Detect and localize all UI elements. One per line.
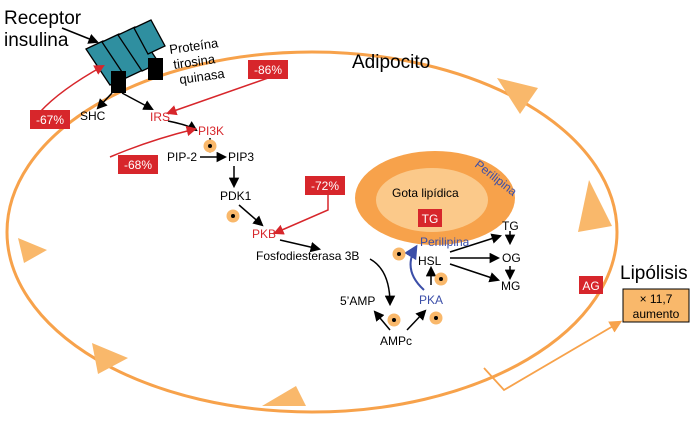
arrow-receptor-irs: [121, 92, 154, 110]
og-label: OG: [502, 251, 521, 265]
pct-72-box: [305, 176, 345, 195]
pct-68-box: [118, 155, 158, 174]
arrow-irs-pi3k: [167, 120, 198, 132]
membrane-triangle-left: [18, 238, 47, 263]
arrow-inhibit-irs: [166, 77, 269, 116]
pct-68-label: -68%: [124, 158, 152, 172]
arrow-ampc-5amp: [373, 310, 391, 331]
perilipina-hsl-label: Perilipina: [420, 235, 470, 249]
tg-label: TG: [502, 219, 519, 233]
lipid-droplet-inner: [376, 168, 488, 232]
mg-label: MG: [501, 279, 520, 293]
membrane-triangle-bottom: [262, 386, 306, 406]
arrow-pka-perilipina: [404, 244, 425, 291]
pi3k-label: PI3K: [198, 124, 224, 138]
ag-label: AG: [582, 279, 599, 293]
insulin-receptor-icon: [85, 19, 166, 93]
arrow-ampc-pka: [406, 309, 427, 331]
tg-drop-label: TG: [422, 212, 439, 226]
pct-72-label: -72%: [311, 179, 339, 193]
irs-label: IRS: [150, 110, 170, 124]
arrow-inhibit-shc: [39, 64, 105, 113]
phosphate-dot-pka: [429, 311, 443, 325]
pip2-label: PIP-2: [167, 150, 197, 164]
pct-86-box: [248, 60, 288, 79]
amp5-label: 5’AMP: [340, 294, 375, 308]
phosphate-dot-hsl: [434, 272, 448, 286]
receptor-label-line2: insulina: [4, 30, 69, 51]
ampc-label: AMPc: [380, 334, 412, 348]
tg-drop-box: [418, 209, 442, 227]
hsl-label: HSL: [418, 254, 442, 268]
pct-86-label: -86%: [254, 63, 282, 77]
phosphate-dot-perilipina: [392, 247, 406, 261]
ag-box: [579, 276, 603, 294]
aumento-line2: aumento: [633, 307, 680, 321]
phosphate-dot-5amp: [387, 313, 401, 327]
arrow-pdk1-pkb: [238, 204, 264, 227]
lipolisis-label: Lipólisis: [620, 263, 688, 284]
fosfo-label: Fosfodiesterasa 3B: [256, 249, 359, 263]
shc-label: SHC: [80, 109, 106, 123]
pdk1-label: PDK1: [220, 189, 252, 203]
membrane-triangle-right: [578, 180, 612, 232]
pkb-label: PKB: [252, 227, 276, 241]
arrow-receptor-label: [61, 27, 99, 44]
aumento-line1: × 11,7: [640, 292, 673, 306]
pip3-label: PIP3: [228, 150, 254, 164]
aumento-box: [622, 288, 690, 323]
ptk-label-line1: Proteína: [168, 35, 220, 57]
gota-label: Gota lipídica: [392, 186, 459, 200]
arrow-pkb-fosfo: [279, 239, 322, 253]
membrane-triangle-right-top: [497, 78, 538, 114]
arrow-lipolisis-export: [483, 320, 623, 392]
ptk-label-line3: quinasa: [178, 66, 226, 87]
arrow-receptor-shc: [96, 92, 113, 110]
ptk-label-line2: tirosina: [172, 51, 216, 72]
phosphate-dot-pi3k: [203, 139, 217, 153]
pct-67-box: [30, 110, 70, 129]
arrow-hsl-mg: [449, 263, 500, 283]
cell-membrane: [5, 50, 619, 414]
receptor-label-line1: Receptor: [4, 8, 82, 29]
arrow-hsl-tg: [449, 233, 503, 253]
pct-67-label: -67%: [36, 113, 64, 127]
phosphate-dot-pdk1: [226, 209, 240, 223]
arrow-fosfo-5amp: [369, 258, 396, 307]
arrow-inhibit-pi3k: [109, 125, 198, 158]
arrow-inhibit-pkb: [273, 193, 329, 235]
adipocito-label: Adipocito: [352, 52, 430, 73]
pka-label: PKA: [419, 293, 443, 307]
membrane-triangle-bottom-left: [92, 343, 128, 374]
